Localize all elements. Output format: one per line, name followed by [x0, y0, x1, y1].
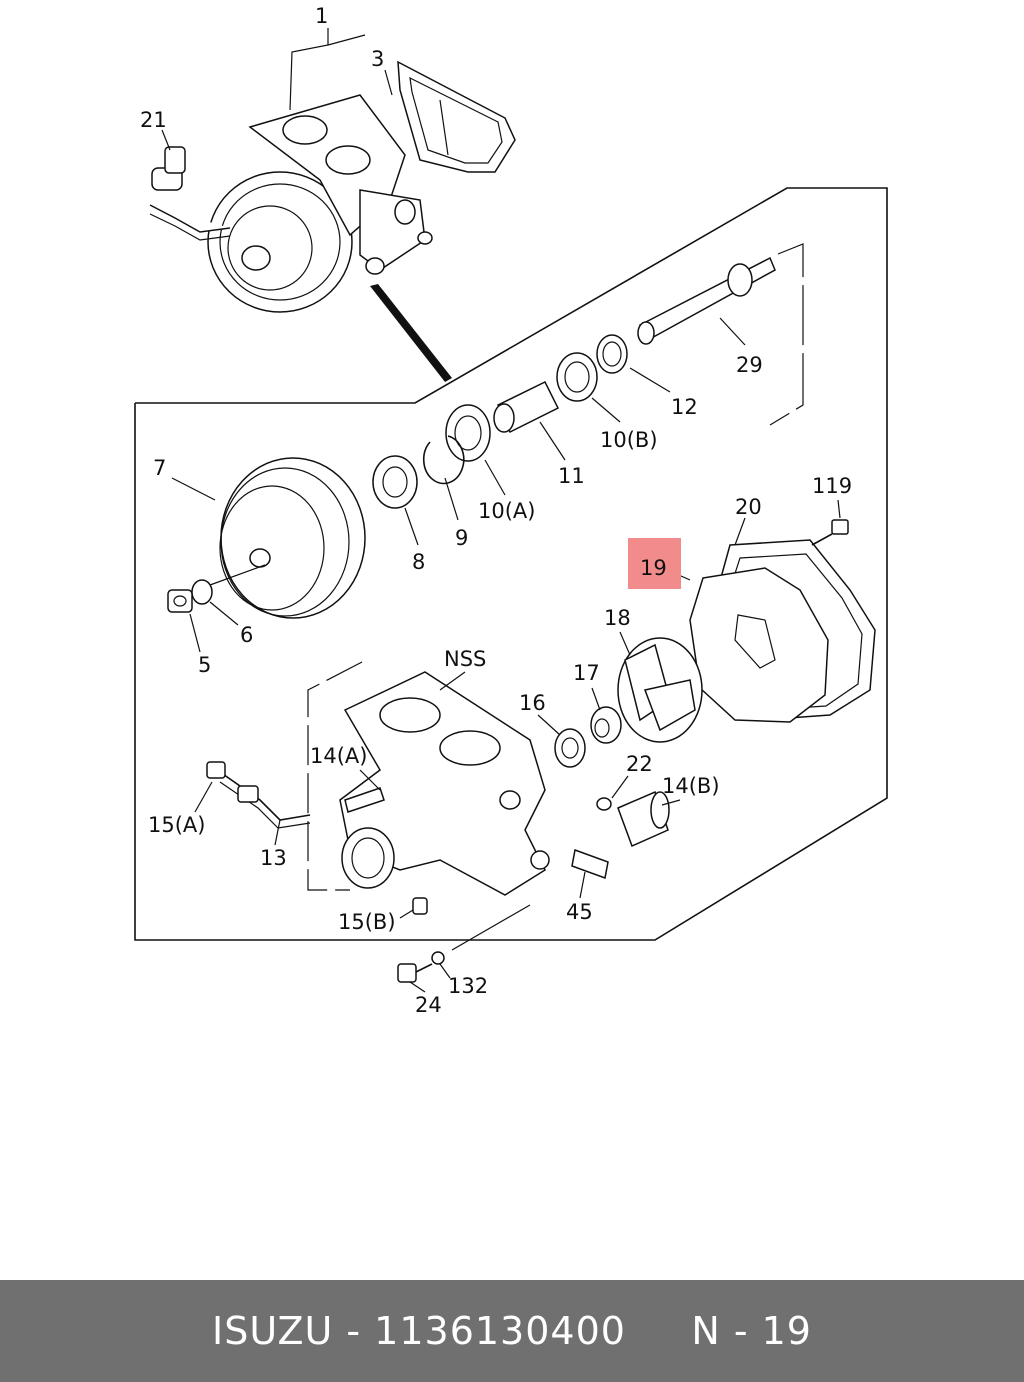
callout-5: 5 [198, 653, 211, 677]
gasket-19 [689, 567, 829, 723]
callout-9: 9 [455, 526, 468, 550]
nut-5 [167, 589, 193, 613]
spacer-11 [493, 380, 560, 434]
callout-14a: 14(A) [310, 744, 367, 768]
callout-11: 11 [558, 464, 585, 488]
washer-132 [431, 951, 445, 965]
bolt-24 [397, 963, 433, 983]
stud-45 [571, 848, 609, 880]
washer-6 [191, 579, 213, 605]
callout-22: 22 [626, 752, 653, 776]
callout-1: 1 [315, 4, 328, 28]
callout-6: 6 [240, 623, 253, 647]
water-pump-assembly [207, 94, 433, 313]
callout-13: 13 [260, 846, 287, 870]
pulley-7 [219, 457, 366, 619]
bottom-bracket [451, 904, 531, 951]
seal-8 [372, 455, 418, 509]
callout-24: 24 [415, 993, 442, 1017]
callout-18: 18 [604, 606, 631, 630]
seal-12 [596, 334, 628, 374]
callout-12: 12 [671, 395, 698, 419]
housing-bracket [307, 661, 363, 891]
fitting-15a [206, 761, 226, 779]
callout-132: 132 [448, 974, 488, 998]
seal-16 [554, 728, 586, 768]
callout-15a: 15(A) [148, 813, 205, 837]
footer-text: ISUZU - 1136130400 N - 19 [211, 1309, 812, 1353]
callout-14b: 14(B) [662, 774, 720, 798]
callout-10a: 10(A) [478, 499, 535, 523]
callout-10b: 10(B) [600, 428, 658, 452]
bearing-10b [556, 352, 598, 402]
callout-45: 45 [566, 900, 593, 924]
pipe-13 [219, 771, 311, 829]
callout-20: 20 [735, 495, 762, 519]
callout-21: 21 [140, 108, 167, 132]
impeller-18 [617, 637, 703, 743]
callout-119: 119 [812, 474, 852, 498]
callout-17: 17 [573, 661, 600, 685]
callout-8: 8 [412, 550, 425, 574]
bearing-10a [445, 404, 491, 462]
bolt-119 [811, 519, 849, 546]
shaft-29 [637, 256, 776, 345]
snap-ring-9 [422, 435, 465, 485]
shaft-bracket [769, 243, 804, 426]
callout-16: 16 [519, 691, 546, 715]
callout-3: 3 [371, 47, 384, 71]
plug-14b [617, 790, 670, 848]
seal-17 [590, 706, 622, 744]
detail-frame [134, 187, 888, 941]
plug-14a [344, 787, 385, 813]
pump-housing [339, 671, 550, 896]
highlight-box [628, 538, 681, 589]
leader-lines [161, 28, 841, 993]
exploded-parts-diagram: 1 3 21 29 12 10(B) 11 7 10(A) 9 8 6 5 11… [134, 4, 888, 1017]
callout-19: 19 [640, 556, 667, 580]
gasket-3 [397, 60, 516, 173]
callout-29: 29 [736, 353, 763, 377]
callout-nss: NSS [444, 647, 486, 671]
leader-wedge [370, 284, 452, 382]
fitting-15b [412, 897, 428, 915]
callout-7: 7 [153, 456, 166, 480]
o-ring-22 [596, 797, 612, 811]
part-number-footer: ISUZU - 1136130400 N - 19 [0, 1280, 1024, 1382]
pipe-21 [149, 146, 231, 241]
callout-15b: 15(B) [338, 910, 396, 934]
